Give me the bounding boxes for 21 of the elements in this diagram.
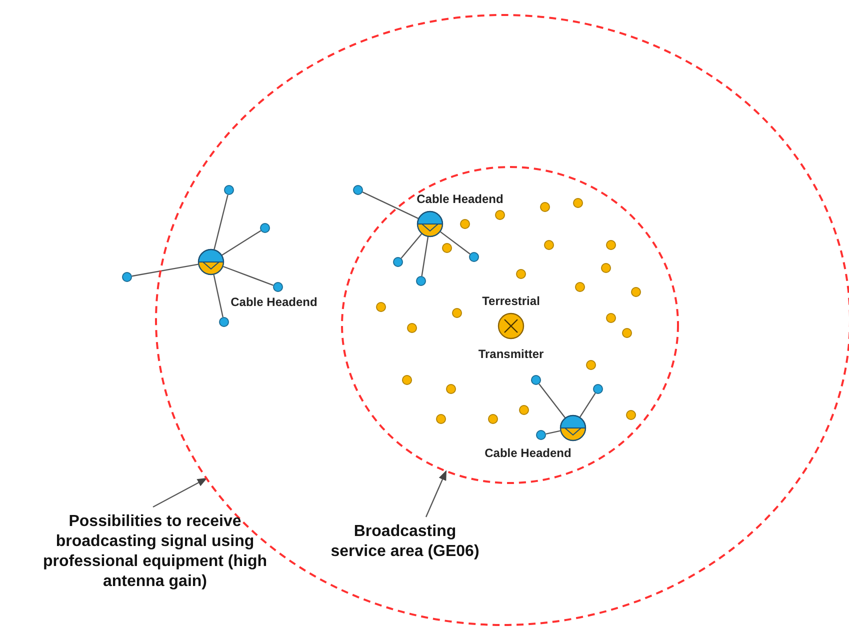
connection-line <box>213 274 224 318</box>
node-label: Transmitter <box>477 347 545 361</box>
connection-line <box>440 231 470 254</box>
node-label: Cable Headend <box>416 192 504 206</box>
leader-arrow <box>425 470 447 518</box>
node-label: Cable Headend <box>484 446 572 460</box>
connection-line <box>400 234 422 259</box>
annotation-text: Broadcasting service area (GE06) <box>330 522 480 562</box>
connection-line <box>546 430 560 434</box>
connection-line <box>538 384 566 418</box>
connection-line <box>580 392 596 418</box>
connection-line <box>222 266 274 286</box>
connection-line <box>132 264 198 277</box>
node-label: Cable Headend <box>230 295 318 309</box>
connection-line <box>214 194 228 250</box>
annotation-text: Possibilities to receive broadcasting signal using professional equipment (high antenna gain) <box>30 512 280 592</box>
connection-line <box>362 192 418 219</box>
node-label: Terrestrial <box>481 294 541 308</box>
connection-line <box>222 230 262 256</box>
connection-line <box>421 236 429 276</box>
leader-arrow <box>152 478 208 508</box>
